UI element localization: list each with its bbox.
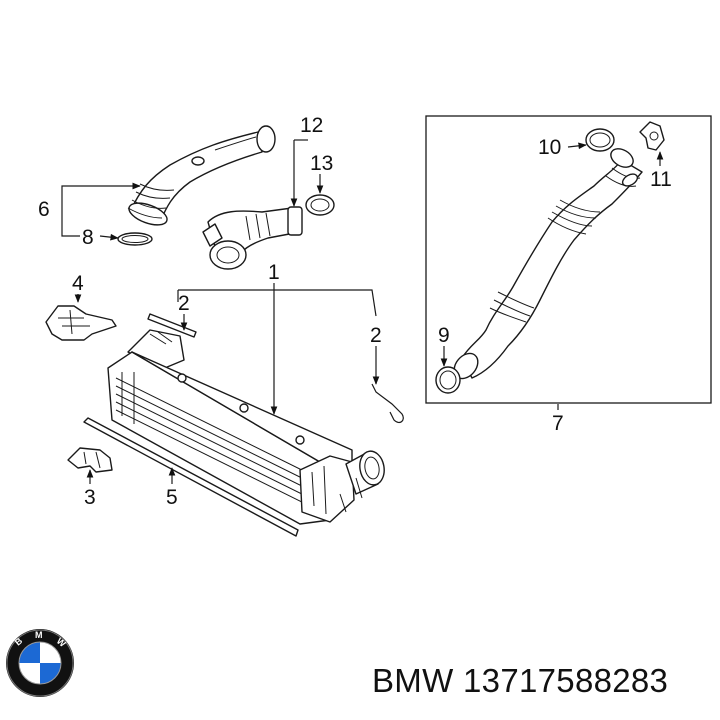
charge-air-hose-upper: [127, 125, 276, 226]
callout-1: 1: [268, 261, 280, 284]
o-ring-10: [585, 128, 615, 152]
air-pipe-with-clamp: [202, 206, 303, 270]
detail-box: [425, 115, 712, 404]
svg-text:M: M: [35, 630, 43, 640]
callout-12: 12: [300, 114, 323, 137]
bracket-3: [67, 447, 113, 473]
callout-9: 9: [438, 324, 450, 347]
callout-13: 13: [310, 152, 333, 175]
callout-3: 3: [84, 486, 96, 509]
callout-11: 11: [650, 168, 672, 191]
leader-lines: [61, 139, 664, 484]
callout-6: 6: [38, 198, 50, 221]
callout-7: 7: [552, 412, 564, 435]
callout-2-left: 2: [178, 292, 190, 315]
o-ring-8: [117, 232, 153, 246]
sealing-ring-13: [305, 194, 335, 216]
callout-10: 10: [538, 136, 561, 159]
callout-8: 8: [82, 226, 94, 249]
intercooler: [107, 329, 385, 525]
brand-name: BMW: [372, 662, 454, 699]
clip-2-right: [371, 383, 404, 424]
o-ring-9: [435, 366, 461, 394]
part-number: 13717588283: [463, 662, 669, 699]
part-caption: BMW 13717588283: [372, 662, 668, 700]
callout-2-right: 2: [370, 324, 382, 347]
callout-labels: 6 8 12 13 4 1 2 2 3 5 7 9 10 11: [38, 114, 672, 509]
callout-5: 5: [166, 486, 178, 509]
seal-strip-5: [83, 417, 299, 537]
bracket-4: [45, 305, 117, 341]
clip-11: [639, 121, 665, 151]
bmw-logo: B M W: [6, 629, 74, 697]
charge-air-hose-7: [453, 148, 643, 380]
svg-text:B: B: [13, 635, 25, 647]
callout-4: 4: [72, 272, 84, 295]
